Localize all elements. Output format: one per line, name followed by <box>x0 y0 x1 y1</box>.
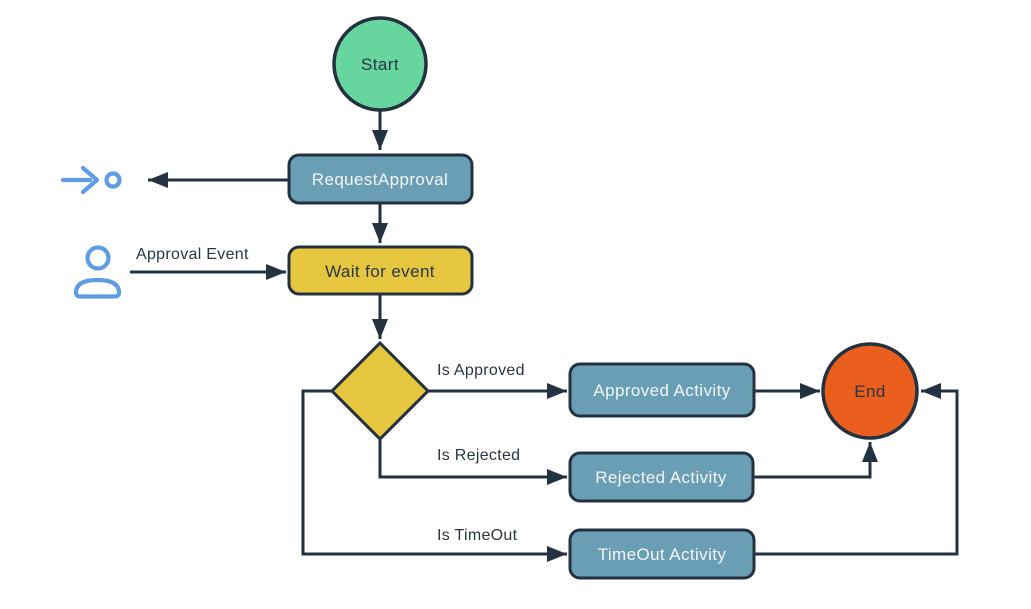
node-end: End <box>821 342 919 440</box>
wait-for-event-node-shape <box>287 245 474 296</box>
edge-timeout-to-end <box>755 383 959 556</box>
request-approval-node-label: RequestApproval <box>312 170 448 189</box>
node-wait-for-event: Wait for event <box>287 245 474 296</box>
start-node-label: Start <box>361 55 399 74</box>
end-node-shape <box>821 342 919 440</box>
send-event-icon-dot <box>104 171 122 189</box>
edge-label-is-approved: Is Approved <box>437 362 525 379</box>
user-icon-head <box>85 245 111 271</box>
node-timeout-activity: TimeOut Activity <box>568 528 756 580</box>
rejected-activity-node-shape <box>568 451 755 503</box>
edge-label-is-timeout: Is TimeOut <box>437 527 518 544</box>
edge-decision-to-rejected <box>378 439 567 485</box>
edges <box>130 111 959 562</box>
timeout-activity-node-label: TimeOut Activity <box>598 545 727 564</box>
request-approval-node-shape <box>287 153 474 205</box>
approved-activity-node-shape <box>568 362 756 418</box>
user-icon-body <box>73 277 122 299</box>
node-start: Start <box>332 16 428 112</box>
node-approved-activity: Approved Activity <box>568 362 756 418</box>
start-node-shape <box>332 16 428 112</box>
timeout-activity-node-shape <box>568 528 756 580</box>
send-event-icon-chevron <box>80 165 100 195</box>
edge-decision-to-timeout <box>301 389 567 562</box>
wait-for-event-node-label: Wait for event <box>325 262 435 281</box>
edge-label-approval-event: Approval Event <box>136 246 249 263</box>
user-icon <box>73 245 122 299</box>
edge-labels: Approval Event Is Approved Is Rejected I… <box>136 246 525 544</box>
node-decision <box>329 340 431 442</box>
decision-node-shape <box>329 340 431 442</box>
node-request-approval: RequestApproval <box>287 153 474 205</box>
node-rejected-activity: Rejected Activity <box>568 451 755 503</box>
edge-label-is-rejected: Is Rejected <box>437 447 520 464</box>
edge-rejected-to-end <box>753 442 878 479</box>
approved-activity-node-label: Approved Activity <box>593 381 730 400</box>
send-event-icon <box>60 165 122 195</box>
end-node-label: End <box>854 382 885 401</box>
rejected-activity-node-label: Rejected Activity <box>595 468 727 487</box>
